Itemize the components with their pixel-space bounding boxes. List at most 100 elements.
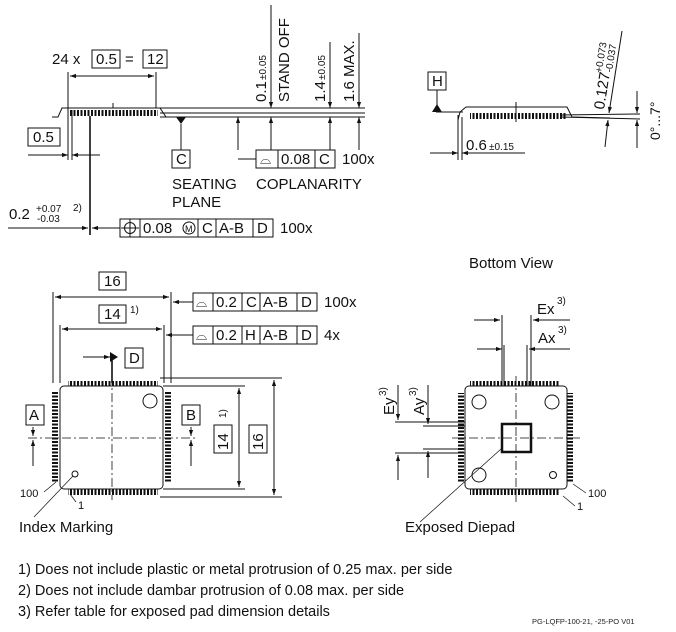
overall-width-value: 16 — [104, 273, 121, 290]
ejector-pin-mark — [544, 394, 560, 410]
pin-1-label: 1 — [78, 500, 84, 512]
profile-surface-icon: ⌓ — [196, 294, 207, 310]
footnote-1: 1) Does not include plastic or metal pro… — [18, 562, 453, 578]
fcf-profile-4x: ⌓ 0.2 H A-B D 4x — [192, 325, 340, 345]
fcf-count: 4x — [324, 327, 340, 344]
index-mark — [549, 471, 557, 479]
foot-length-tol: ±0.15 — [489, 142, 514, 153]
pin-leader — [69, 493, 77, 503]
bottom-view-title: Bottom View — [469, 255, 553, 272]
ejector-pin-mark — [471, 394, 487, 410]
bottom-view: Bottom View Ex 3) Ax 3) Ey 3) Ay 3) — [378, 255, 606, 536]
ex-label: Ex — [537, 301, 555, 318]
datum-triangle — [432, 104, 442, 112]
angle-value: 0°...7° — [647, 102, 663, 140]
overall-height-value: 16 — [250, 433, 267, 450]
position-fcf: 0.08 M C A-B D 100x — [119, 218, 313, 238]
top-view: 16 14 1) ⌓ 0.2 C A-B D 100x — [19, 271, 357, 536]
body-width-value: 14 — [104, 306, 121, 323]
coplanarity-label: COPLANARITY — [256, 176, 362, 193]
footnote-2: 2) Does not include dambar protrusion of… — [18, 583, 405, 599]
right-lead-row — [165, 392, 171, 482]
pitch-value: 0.5 — [96, 51, 117, 68]
datum-d-label: D — [129, 350, 140, 367]
datum-c-label: C — [176, 151, 187, 168]
lead-width-box — [27, 127, 61, 147]
lead-thickness-tol-plus: +0.07 — [36, 204, 62, 215]
coplanarity-fcf: ⌓ 0.08 C 100x — [255, 149, 375, 169]
body-height-value: 1.4 — [312, 81, 329, 102]
fcf-datum: A-B — [263, 294, 288, 311]
fcf-datum: A-B — [263, 327, 288, 344]
fcf-datum: A-B — [219, 220, 244, 237]
body-height-box — [213, 424, 233, 454]
top-lead-row — [68, 381, 158, 387]
body-height-value: 14 — [215, 433, 232, 450]
exposed-diepad-label: Exposed Diepad — [405, 519, 515, 536]
package-body — [464, 385, 568, 490]
pitch-total: 12 — [147, 51, 164, 68]
pin-100-label: 100 — [588, 488, 606, 500]
detail-view: H 0.6 ±0.15 0.127 +0.073 -0.037 0°...7° — [427, 30, 663, 160]
fcf-datum: H — [245, 327, 256, 344]
pitch-box — [91, 49, 121, 69]
pin-leader — [562, 495, 576, 507]
fcf-value: 0.08 — [143, 220, 172, 237]
ax-label: Ax — [538, 330, 556, 347]
seating-plane-label-2: PLANE — [172, 194, 221, 211]
fcf-datum: D — [257, 220, 268, 237]
body-height-tolerance: ±0.05 — [317, 55, 328, 80]
lead-thk-arrow — [604, 119, 610, 148]
footnote-3: 3) Refer table for exposed pad dimension… — [18, 604, 330, 620]
fcf-count: 100x — [342, 151, 375, 168]
pitch-total-box — [142, 49, 168, 69]
fcf-value: 0.2 — [216, 294, 237, 311]
pin-100-label: 100 — [20, 488, 38, 500]
left-lead-row — [52, 392, 58, 482]
footnotes: 1) Does not include plastic or metal pro… — [18, 560, 452, 623]
lead-thk-tol-plus: +0.073 — [594, 41, 610, 74]
lead-bottom — [559, 116, 641, 120]
ax-note: 3) — [558, 325, 567, 336]
bottom-lead-row — [470, 489, 560, 495]
overall-height-box — [248, 424, 268, 454]
side-view: 24 x 0.5 = 12 0.1 ±0.05 STAND OFF 1. — [8, 5, 375, 238]
ey-label: Ey — [381, 397, 398, 415]
fcf-profile-100x: ⌓ 0.2 C A-B D 100x — [192, 292, 357, 312]
foot-length-value: 0.6 — [466, 137, 487, 154]
body-width-note: 1) — [130, 305, 139, 316]
overall-width-box — [98, 271, 127, 291]
pitch-count: 24 x — [52, 51, 81, 68]
standoff-label: STAND OFF — [276, 18, 293, 102]
fcf-count: 100x — [280, 220, 313, 237]
lead-thk-arrow — [607, 30, 623, 114]
max-height-value: 1.6 MAX. — [341, 40, 358, 102]
ex-note: 3) — [557, 296, 566, 307]
fcf-datum: D — [301, 327, 312, 344]
datum-a-label: A — [29, 407, 39, 424]
document-id: PG-LQFP-100-21, -25-PO V01 — [532, 617, 635, 626]
lead-width-value: 0.5 — [33, 129, 54, 146]
package-body — [59, 385, 164, 490]
lead-top — [559, 113, 641, 116]
ay-label: Ay — [411, 397, 428, 415]
equals-sign: = — [125, 51, 134, 68]
ay-note: 3) — [408, 387, 419, 396]
pin-1-label: 1 — [577, 501, 583, 513]
exposed-diepad — [500, 422, 533, 454]
body-height-note: 1) — [218, 409, 229, 418]
fcf-value: 0.2 — [216, 327, 237, 344]
datum-h-label: H — [432, 73, 443, 90]
datum-c-box — [171, 149, 191, 169]
lead-thk-value: 0.127 — [591, 71, 614, 111]
lead-thk-tol-minus: -0.037 — [604, 43, 619, 73]
datum-a-box — [25, 404, 45, 426]
fcf-datum: C — [202, 220, 213, 237]
fcf-value: 0.08 — [281, 151, 310, 168]
mmc-modifier-icon — [182, 221, 196, 235]
index-leader — [33, 475, 74, 518]
datum-b-label: B — [186, 407, 196, 424]
lead-row — [68, 110, 158, 116]
profile-surface-icon: ⌓ — [196, 327, 207, 343]
